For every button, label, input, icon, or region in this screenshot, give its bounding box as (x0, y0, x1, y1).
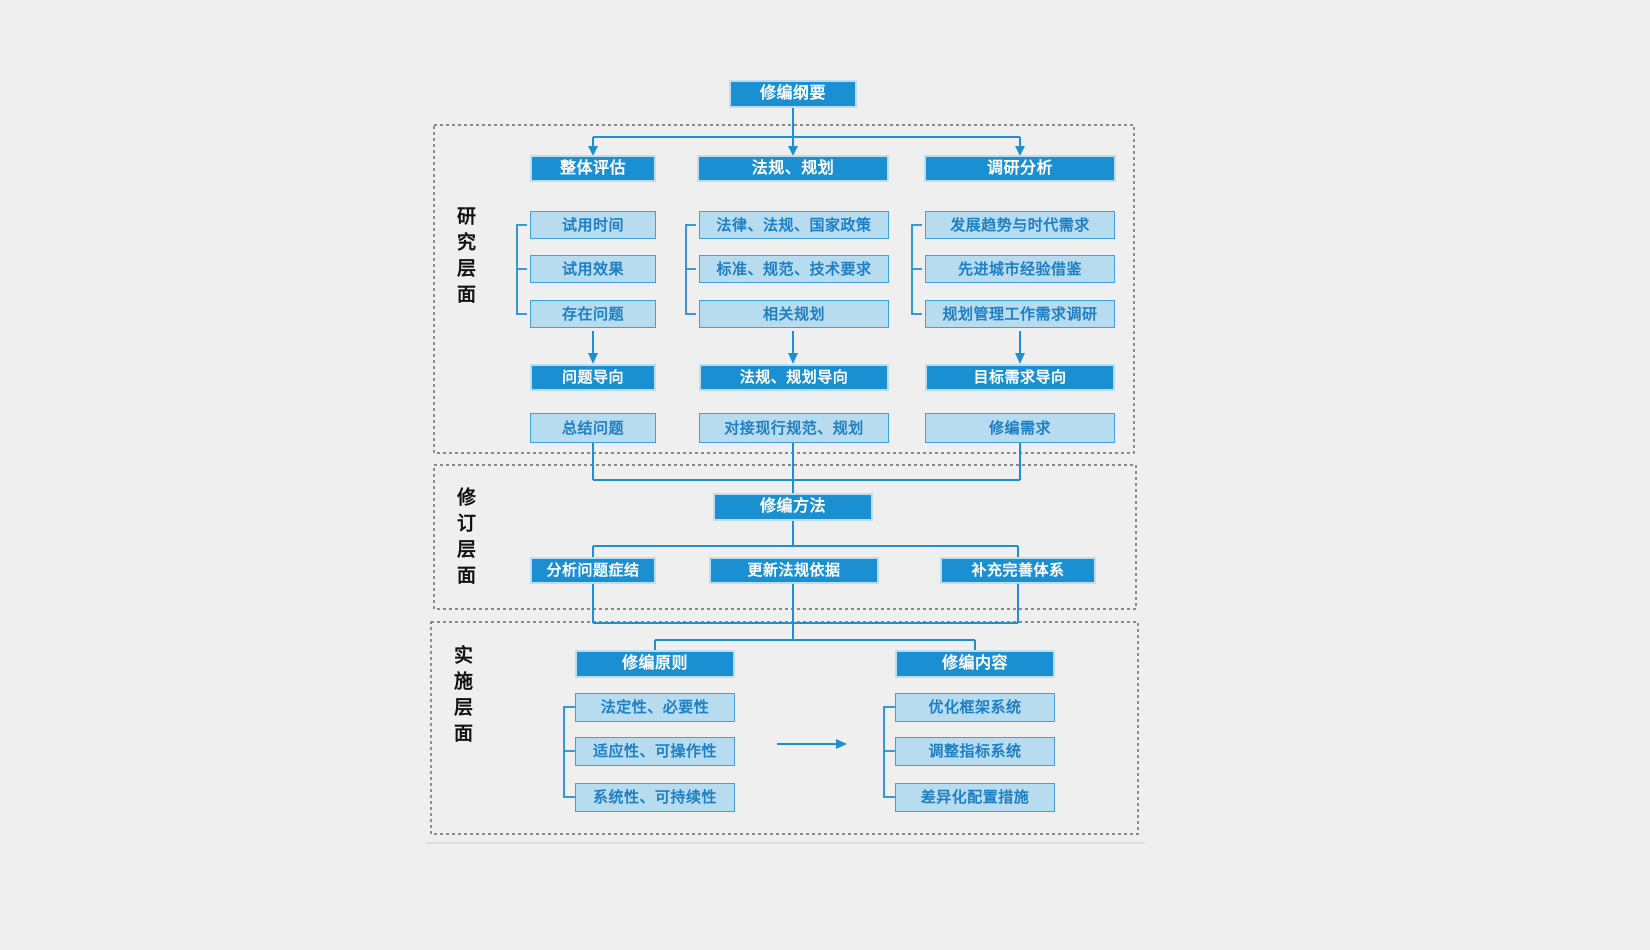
connector-impl-split (654, 639, 976, 651)
node-outcome-align-current-norms[interactable]: 对接现行规范、规划 (699, 413, 889, 443)
node-result-problem-oriented[interactable]: 问题导向 (530, 364, 656, 391)
node-item-update-legal-basis[interactable]: 更新法规依据 (709, 557, 879, 584)
node-item-adjust-indicator-system[interactable]: 调整指标系统 (895, 737, 1055, 766)
layer-label-revision: 修订层面 (454, 487, 475, 591)
arrow-head-col3 (1015, 146, 1025, 156)
node-item-differentiated-measures[interactable]: 差异化配置措施 (895, 783, 1055, 812)
node-head-research-analysis[interactable]: 调研分析 (924, 155, 1116, 182)
connector-root-split (592, 108, 1021, 154)
node-head-overall-assessment[interactable]: 整体评估 (530, 155, 656, 182)
bracket-principles (563, 706, 575, 798)
node-item-laws-regulations-policies[interactable]: 法律、法规、国家政策 (699, 211, 889, 239)
panel-frame-research (433, 124, 1135, 454)
node-root[interactable]: 修编纲要 (729, 80, 857, 108)
node-item-adaptability-operability[interactable]: 适应性、可操作性 (575, 737, 735, 766)
node-head-regulations-plans[interactable]: 法规、规划 (697, 155, 889, 182)
node-item-advanced-city-experience[interactable]: 先进城市经验借鉴 (925, 255, 1115, 283)
node-item-planning-mgmt-survey[interactable]: 规划管理工作需求调研 (925, 300, 1115, 328)
node-outcome-revision-demand[interactable]: 修编需求 (925, 413, 1115, 443)
node-item-existing-problems[interactable]: 存在问题 (530, 300, 656, 328)
node-item-legality-necessity[interactable]: 法定性、必要性 (575, 693, 735, 722)
connector-merge-implementation (592, 584, 1019, 640)
connector-merge-method (592, 443, 1021, 493)
node-result-regulation-plan-oriented[interactable]: 法规、规划导向 (699, 364, 889, 391)
bracket-col2 (685, 224, 696, 315)
node-item-supplement-system[interactable]: 补充完善体系 (940, 557, 1096, 584)
bracket-col3 (911, 224, 922, 315)
node-item-standards-norms-tech[interactable]: 标准、规范、技术要求 (699, 255, 889, 283)
node-item-analyze-problem-root[interactable]: 分析问题症结 (530, 557, 656, 584)
arrow-principles-to-contents (836, 739, 847, 749)
panel-frame-revision (433, 464, 1137, 610)
node-head-revision-method[interactable]: 修编方法 (713, 493, 873, 521)
panel-frame-implementation (430, 621, 1139, 835)
connector-method-split (592, 521, 1019, 558)
layer-label-research: 研究层面 (454, 206, 475, 310)
node-item-systematic-sustainable[interactable]: 系统性、可持续性 (575, 783, 735, 812)
arrow-head-col1 (588, 146, 598, 156)
arrow-col1-result (588, 353, 598, 364)
node-item-trial-effect[interactable]: 试用效果 (530, 255, 656, 283)
node-head-revision-principles[interactable]: 修编原则 (575, 650, 735, 678)
node-outcome-summarize-problems[interactable]: 总结问题 (530, 413, 656, 443)
arrow-col2-result (788, 353, 798, 364)
node-item-trends-era-demand[interactable]: 发展趋势与时代需求 (925, 211, 1115, 239)
node-head-revision-contents[interactable]: 修编内容 (895, 650, 1055, 678)
arrow-head-col2 (788, 146, 798, 156)
node-item-related-plans[interactable]: 相关规划 (699, 300, 889, 328)
layer-label-implementation: 实施层面 (451, 645, 472, 749)
bracket-contents (883, 706, 895, 798)
arrow-col3-result (1015, 353, 1025, 364)
node-item-optimize-framework[interactable]: 优化框架系统 (895, 693, 1055, 722)
node-result-goal-demand-oriented[interactable]: 目标需求导向 (925, 364, 1115, 391)
node-item-trial-time[interactable]: 试用时间 (530, 211, 656, 239)
bracket-col1 (516, 224, 527, 315)
